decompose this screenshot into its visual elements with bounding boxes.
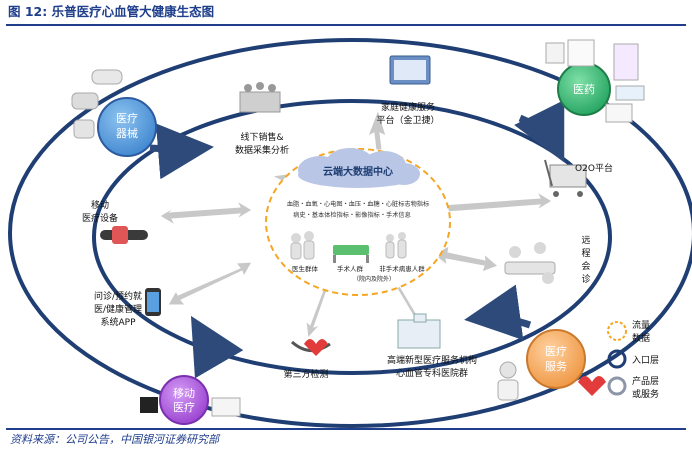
mobile-label-1: 移动 (173, 387, 195, 400)
legend-product-label-1: 产品层 (632, 375, 659, 387)
offline-label-2: 数据采集分析 (235, 144, 289, 156)
drug-label: 医药 (573, 83, 595, 96)
service-label-2: 服务 (545, 360, 567, 373)
legend-entry-swatch (607, 349, 627, 369)
app-label-3: 系统APP (100, 316, 136, 328)
legend-entry-label: 入口层 (632, 355, 659, 366)
drug-products-icon (545, 39, 645, 123)
source-rule (6, 428, 686, 430)
app-label-2: 医/健康管理 (94, 303, 142, 315)
hospital-label-1: 高端新型医疗服务机构 (387, 354, 477, 366)
consultation-icon (504, 242, 556, 284)
phone-app-icon (145, 288, 161, 316)
group-surgery-label: 手术人群 (337, 264, 364, 273)
device-label-1: 医疗 (116, 111, 138, 125)
group-healthy-label: 医生群体 (292, 264, 319, 273)
patient-group-icon (385, 232, 407, 259)
outer-ring (8, 38, 692, 428)
cart-icon (544, 159, 587, 197)
group-nonsurgery-label: 非手术病患人群 (379, 264, 425, 273)
title-rule (6, 24, 686, 26)
device-bubble (97, 97, 157, 157)
gray-arrow-app (167, 261, 253, 306)
mobile-device-label-1: 移动 (91, 199, 109, 211)
third-party-label: 第三方检测 (283, 368, 328, 380)
monitor-icon (389, 55, 431, 85)
remote-label-4: 诊 (581, 273, 590, 285)
flow-arrow-mobile (190, 315, 244, 379)
app-label-1: 问诊/预约就 (94, 290, 142, 302)
legend-product-swatch (607, 376, 627, 396)
service-label-1: 医疗 (545, 344, 567, 358)
doctor-group-icon (290, 231, 315, 260)
legend-flow-label-2: 数据 (632, 332, 650, 344)
hospital-icon (397, 313, 441, 349)
inner-ring (92, 99, 612, 375)
stethoscope-icon (291, 339, 331, 356)
flow-arrow-service (464, 284, 532, 341)
offline-label-1: 线下销售& (240, 131, 283, 143)
mobile-device-label-2: 医疗设备 (82, 212, 118, 224)
legend-flow-swatch (607, 321, 627, 341)
remote-label-3: 会 (581, 260, 590, 272)
source-note: 资料来源：公司公告，中国银河证券研究部 (10, 433, 219, 446)
flow-arrow-device (149, 123, 214, 180)
remote-label-1: 远 (581, 235, 590, 246)
o2o-label: O2O平台 (575, 162, 613, 174)
family-label-2: 平台（金卫捷） (376, 114, 439, 126)
device-label-2: 器械 (116, 126, 138, 140)
legend-product-label-2: 或服务 (632, 388, 659, 400)
group-note-label: （院内及院外） (353, 275, 395, 283)
mobile-bubble (159, 375, 209, 425)
doctor-heart-icon (497, 361, 606, 401)
cloud-shape (298, 148, 420, 188)
family-label-1: 家庭健康服务 (381, 101, 435, 113)
legend-flow-label-1: 流量 (632, 319, 650, 331)
flow-arrow-drug (514, 99, 565, 163)
remote-label-2: 程 (581, 248, 590, 259)
indicators-line-2: 病史・基本体检指标・影像指标・手术信息 (293, 211, 411, 219)
mobile-products-icon (140, 397, 241, 417)
indicators-line-1: 血脂・血氧・心电图・血压・血糖・心脏标志物指标 (287, 200, 429, 208)
device-products-icon (71, 69, 123, 139)
gray-arrow-mobile-device (159, 199, 253, 227)
mobile-label-2: 医疗 (173, 400, 195, 414)
surgery-bed-icon (333, 245, 369, 263)
service-bubble (526, 329, 586, 389)
hospital-label-2: 心血管专科医院群 (396, 367, 468, 379)
store-icon (239, 82, 281, 113)
figure-title: 图 12: 乐普医疗心血管大健康生态图 (8, 4, 215, 19)
wearable-device-icon (100, 226, 148, 244)
cloud-label: 云端大数据中心 (323, 165, 393, 178)
gray-arrow-o2o (434, 190, 553, 220)
